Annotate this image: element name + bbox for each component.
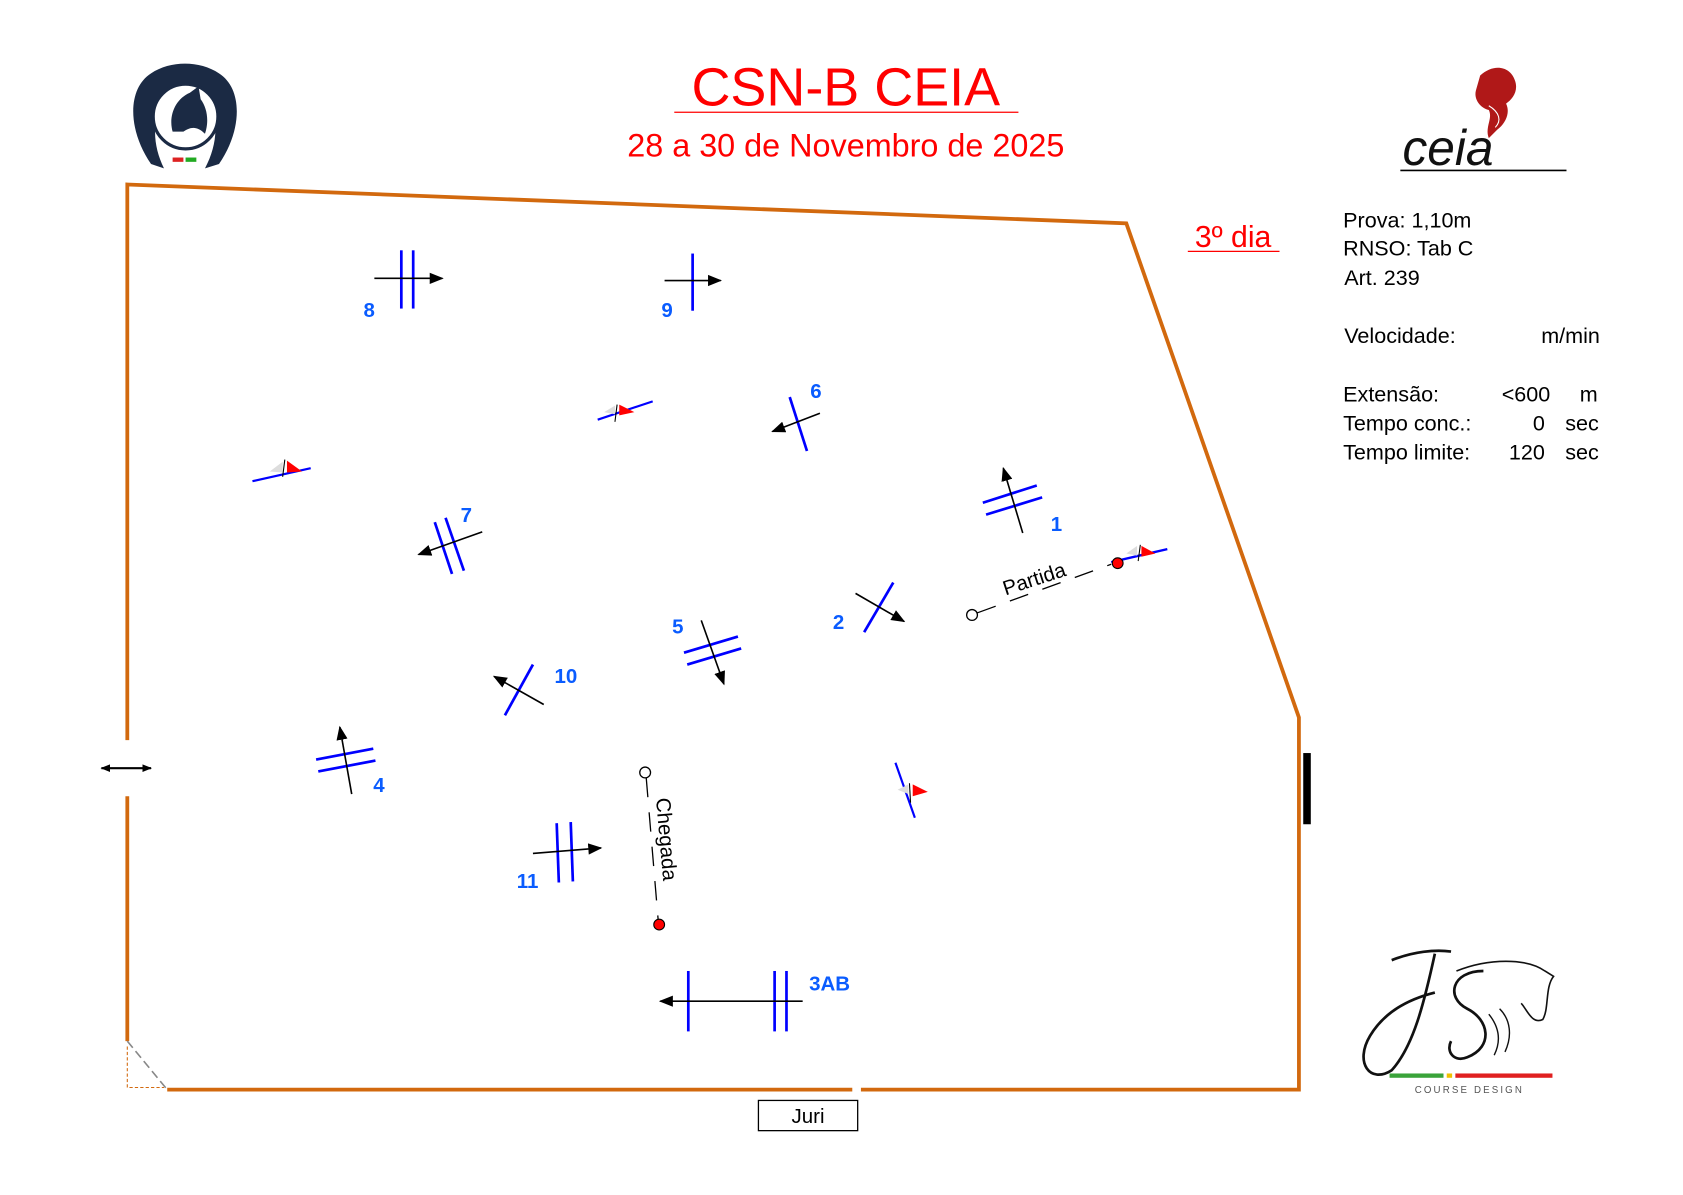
extensao-unit: m: [1580, 381, 1598, 406]
obstacle-2[interactable]: 2: [833, 581, 906, 634]
obstacle-4[interactable]: 4: [315, 725, 385, 797]
page-title: CSN-B CEIA: [691, 58, 1000, 118]
finish-label: Chegada: [651, 797, 681, 882]
tempo-limite-unit: sec: [1565, 440, 1599, 465]
tempo-conc-label: Tempo conc.:: [1343, 410, 1471, 435]
obstacle-number: 5: [672, 615, 683, 638]
arena-corner: [126, 1040, 168, 1091]
course-info: Prova: 1,10m RNSO: Tab C Art. 239 Veloci…: [1343, 208, 1600, 465]
obstacle-1[interactable]: 1: [982, 466, 1062, 536]
fep-logo: [133, 63, 237, 169]
flag-marker-3: [894, 762, 928, 819]
obstacle-number: 11: [517, 870, 539, 893]
arena-boundary: [125, 182, 1301, 1092]
day-label: 3º dia: [1195, 221, 1272, 254]
side-marker: [1303, 753, 1311, 825]
start-label: Partida: [1000, 558, 1069, 600]
flag-marker-1: [252, 459, 311, 483]
extensao-value: <600: [1502, 381, 1551, 406]
obstacle-number: 3AB: [809, 972, 850, 995]
obstacle-number: 7: [461, 504, 472, 527]
article: Art. 239: [1344, 265, 1420, 290]
jury-label: Juri: [792, 1105, 825, 1128]
obstacle-6[interactable]: 6: [771, 380, 822, 452]
velocidade-unit: m/min: [1541, 323, 1600, 348]
js-course-design-logo: COURSE DESIGN: [1362, 949, 1555, 1096]
obstacle-number: 6: [810, 380, 821, 403]
flag-marker-2: [597, 400, 654, 422]
obstacle-number: 2: [833, 611, 844, 634]
ceia-logo: ceia: [1400, 67, 1567, 176]
course-design-text: COURSE DESIGN: [1415, 1085, 1524, 1096]
start-line: Partida: [965, 544, 1168, 622]
obstacle-10[interactable]: 10: [492, 663, 578, 716]
tempo-limite-value: 120: [1509, 440, 1545, 465]
obstacle-9[interactable]: 9: [661, 253, 723, 323]
rnso: RNSO: Tab C: [1343, 236, 1473, 261]
obstacle-number: 9: [661, 299, 672, 322]
velocidade-label: Velocidade:: [1344, 323, 1456, 348]
event-dates: 28 a 30 de Novembro de 2025: [627, 127, 1064, 163]
obstacle-number: 10: [555, 665, 578, 688]
tempo-conc-value: 0: [1533, 410, 1545, 435]
obstacle-number: 8: [364, 299, 375, 322]
ceia-logo-text: ceia: [1402, 120, 1493, 176]
tempo-limite-label: Tempo limite:: [1343, 440, 1470, 465]
prova: Prova: 1,10m: [1343, 208, 1471, 233]
finish-line: Chegada: [639, 766, 681, 931]
obstacle-3ab[interactable]: 3AB: [658, 970, 850, 1032]
jury-box: Juri: [757, 1099, 859, 1132]
obstacle-11[interactable]: 11: [517, 822, 603, 893]
obstacle-number: 1: [1051, 513, 1062, 536]
tempo-conc-unit: sec: [1565, 410, 1599, 435]
obstacle-8[interactable]: 8: [364, 250, 444, 322]
extensao-label: Extensão:: [1343, 381, 1439, 406]
obstacle-number: 4: [373, 774, 385, 797]
obstacle-7[interactable]: 7: [417, 504, 483, 575]
obstacle-5[interactable]: 5: [672, 615, 742, 686]
